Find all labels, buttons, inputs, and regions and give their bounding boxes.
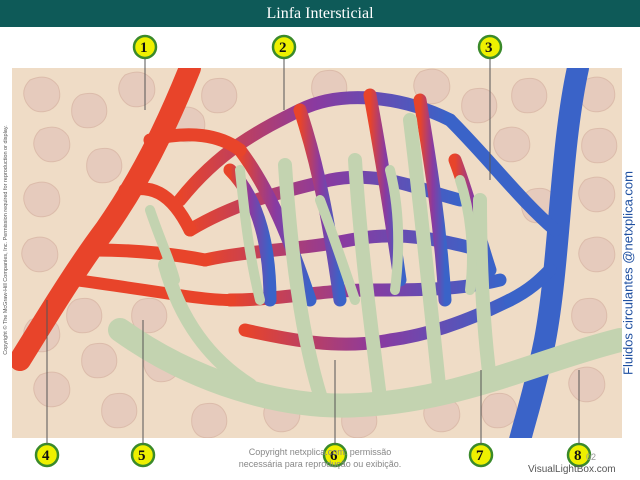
copyright-line-2: necessária para reprodução ou exibição. (238, 459, 402, 469)
marker-6: 6 (322, 360, 348, 468)
marker-8: 8 (566, 370, 592, 468)
vertical-copyright: Copyright © The McGraw-Hill Companies, I… (0, 95, 12, 385)
vein (443, 68, 589, 438)
title-bar: Linfa Intersticial (0, 0, 640, 27)
lymphatic-vessels (108, 113, 622, 418)
vertical-copyright-text: Copyright © The McGraw-Hill Companies, I… (3, 125, 9, 355)
marker-4-label: 4 (42, 448, 50, 464)
marker-4: 4 (34, 300, 60, 468)
marker-2: 2 (271, 34, 297, 110)
marker-1-label: 1 (140, 40, 148, 56)
interstitial-lymph-diagram: 1 2 3 4 5 6 7 8 (12, 34, 622, 468)
marker-3-label: 3 (485, 40, 493, 56)
marker-6-label: 6 (330, 448, 338, 464)
page-number: 02 (586, 452, 597, 462)
side-credit-text: Fluidos circulantes @netxplica.com (620, 170, 636, 375)
marker-3: 3 (477, 34, 503, 180)
page-title: Linfa Intersticial (266, 5, 374, 22)
marker-5-label: 5 (138, 448, 146, 464)
capillary-bed (173, 88, 517, 351)
marker-2-label: 2 (279, 40, 287, 56)
copyright-notice: Copyright netxplica.com: permissão neces… (215, 446, 425, 470)
side-credit: Fluidos circulantes @netxplica.com (618, 165, 638, 380)
marker-8-label: 8 (574, 448, 582, 464)
marker-7-label: 7 (476, 448, 484, 464)
watermark: VisualLightBox.com (528, 464, 616, 475)
marker-7: 7 (468, 370, 494, 468)
marker-5: 5 (130, 320, 156, 468)
marker-1: 1 (132, 34, 158, 110)
copyright-line-1: Copyright netxplica.com: permissão (248, 447, 392, 457)
